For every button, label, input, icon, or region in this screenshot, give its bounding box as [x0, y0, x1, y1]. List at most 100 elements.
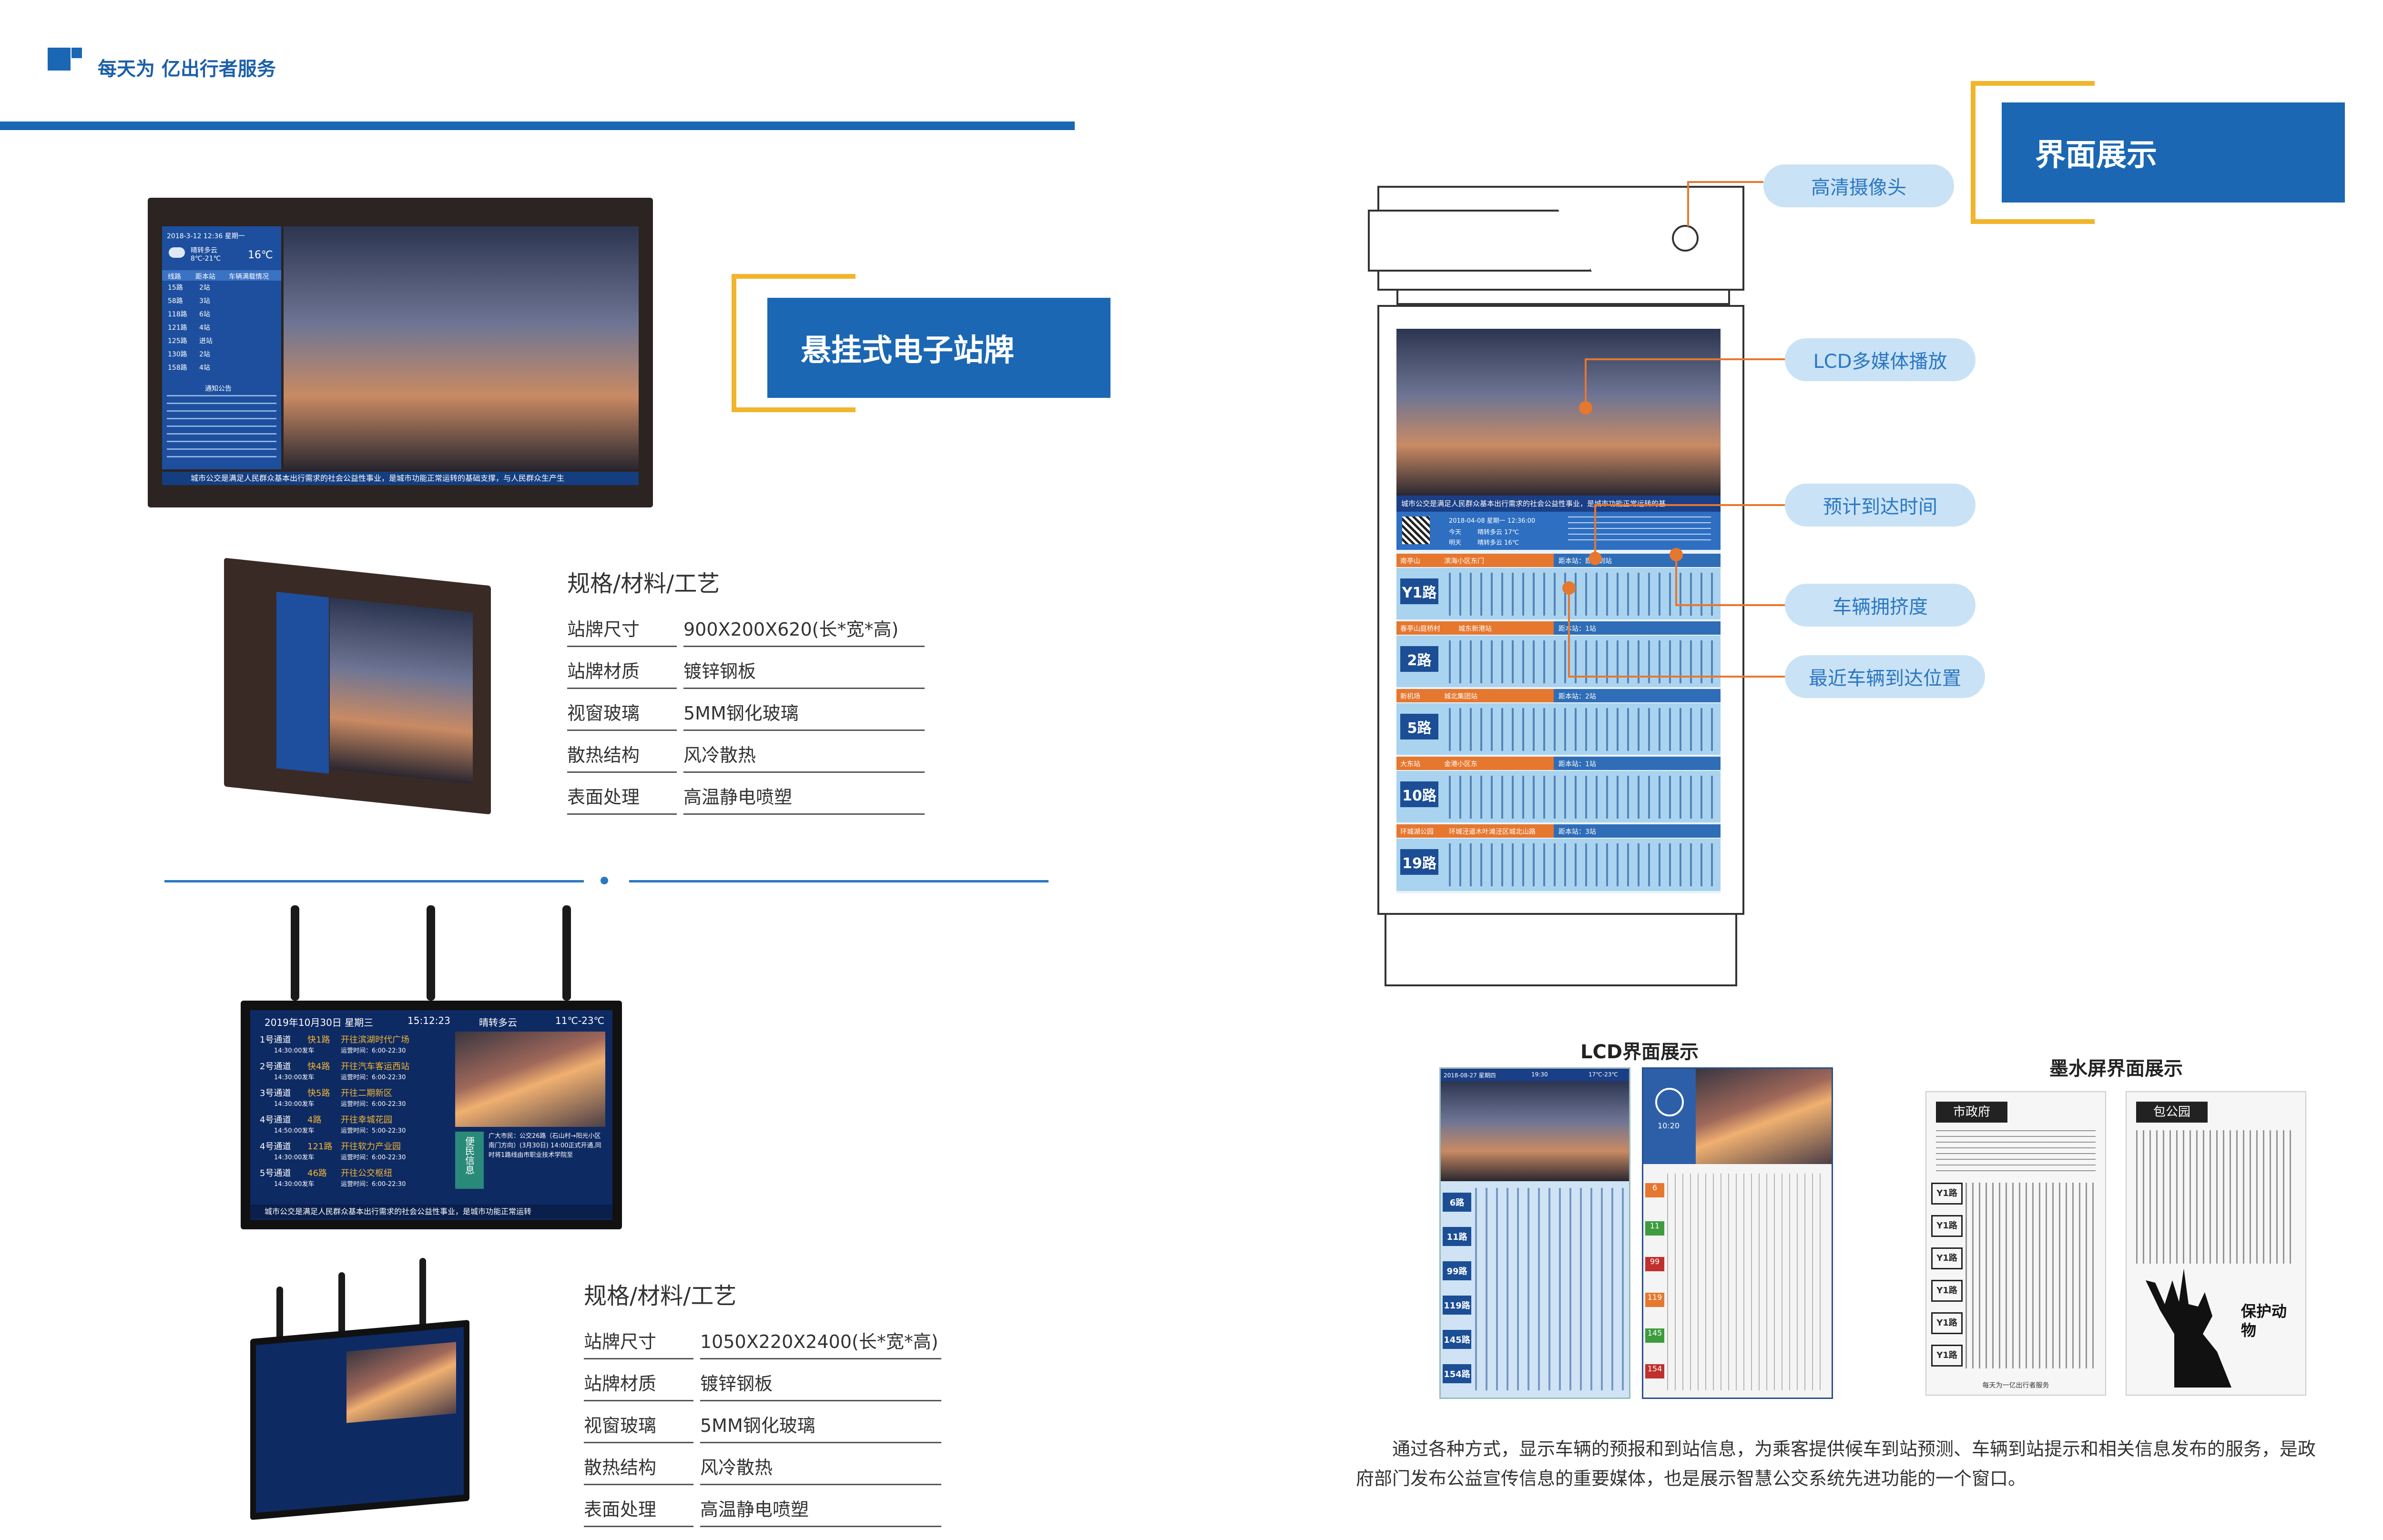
channel-item: 4号通道 121路 开往软力产业园 14:30:00发车 运营时间：6:00-2…: [260, 1142, 406, 1161]
antenna-icon: [419, 1258, 426, 1334]
kiosk-route-block: 南亭山 滨海小区东门 距本站：即将到站 Y1路: [1396, 554, 1721, 619]
clock-icon: [1655, 1088, 1684, 1116]
sign-table-header: 线路 距本站 车辆满载情况: [162, 270, 281, 281]
route-stops: 5路: [1396, 703, 1721, 755]
channel-date: 2019年10月30日 星期三: [265, 1017, 374, 1028]
angled-info-panel: [276, 592, 329, 774]
callout-dot: [1589, 552, 1602, 565]
title-bracket-2: [1971, 81, 2095, 224]
antenna-icon: [338, 1272, 345, 1348]
antenna-icon: [427, 905, 435, 1001]
kiosk-media-image: [1396, 329, 1721, 496]
callout-line: [1687, 181, 1763, 183]
callout-line: [1568, 586, 1570, 678]
antenna-icon: [562, 905, 571, 1001]
angled-city-image: [330, 597, 473, 784]
callout-eta: 预计到达时间: [1785, 484, 1976, 527]
route-direction: [1396, 757, 1554, 770]
route-head: 环城湖公园 环城泾道木叶滩泾区城北山路 距本站：3站: [1396, 824, 1721, 838]
channel-item: 1号通道 快1路 开往滨湖时代广场 14:30:00发车 运营时间：6:00-2…: [260, 1035, 409, 1054]
kiosk-banner: 城市公交是满足人民群众基本出行需求的社会公益性事业，是城市功能正常运转的基: [1396, 496, 1721, 512]
cloud-icon: [169, 247, 185, 258]
callout-crowding: 车辆拥挤度: [1785, 584, 1976, 627]
route-direction: [1396, 824, 1554, 838]
hanging-sign-front: 2018-3-12 12:36 星期一 晴转多云 8℃-21℃ 16℃ 线路 距…: [148, 198, 653, 507]
spec-row: 散热结构风冷散热: [567, 731, 925, 773]
section-title-hanging: 悬挂式电子站牌: [767, 298, 1110, 398]
eink1-station: 市政府: [1936, 1102, 2007, 1123]
route-stops: 2路: [1396, 636, 1721, 687]
lcd1-stop-ticks: [1475, 1188, 1625, 1390]
channel-ticker: 城市公交是满足人民群众基本出行需求的社会公益性事业，是城市功能正常运转: [250, 1205, 612, 1219]
lcd2-routes: 6 11 99 119 145 154: [1643, 1169, 1832, 1395]
eink1-routes: Y1路 Y1路 Y1路 Y1路 Y1路 Y1路: [1931, 1183, 2100, 1373]
route-head: 南亭山 滨海小区东门 距本站：即将到站: [1396, 554, 1721, 567]
stop-ticks: [1449, 776, 1716, 819]
camera-icon: [1672, 225, 1699, 252]
lcd-screen-1: 2018-08-27 星期四 19:30 17℃-23℃ 6路 11路 99路 …: [1439, 1067, 1630, 1399]
header-tagline: 每天为 亿出行者服务: [98, 58, 276, 80]
route-stops: 10路: [1396, 771, 1721, 822]
kiosk-info-strip: 2018-04-08 星期一 12:36:00 今天 晴转多云 17℃ 明天 晴…: [1396, 512, 1721, 550]
callout-line: [1675, 604, 1785, 606]
stop-ticks: [1449, 708, 1716, 751]
sign-ticker: 城市公交是满足人民群众基本出行需求的社会公益性事业，是城市功能正常运转的基础支撑…: [162, 472, 639, 485]
route-head: 大东站 金港小区东 距本站：1站: [1396, 757, 1721, 770]
callout-lcd-media: LCD多媒体播放: [1785, 338, 1976, 381]
channel-weather: 晴转多云: [479, 1017, 517, 1028]
eink-screen-1: 市政府 Y1路 Y1路 Y1路 Y1路 Y1路 Y1路 每天为一亿出行者服务: [1925, 1091, 2106, 1396]
spec-row: 表面处理高温静电喷塑: [584, 1485, 941, 1527]
lcd2-stop-ticks: [1667, 1174, 1827, 1390]
spec-row: 散热结构风冷散热: [584, 1443, 941, 1485]
eink2-station: 包公园: [2136, 1102, 2208, 1123]
callout-line: [1687, 181, 1689, 226]
section-divider-right: [629, 880, 1049, 882]
eink2-art-text: 保护动物: [2241, 1302, 2287, 1339]
eink-screen-2: 包公园 保护动物: [2126, 1091, 2306, 1396]
sign-temp-range: 8℃-21℃: [191, 255, 221, 263]
channel-item: 2号通道 快4路 开往汽车客运西站 14:30:00发车 运营时间：6:00-2…: [260, 1062, 409, 1081]
sign-notice-body: [167, 395, 276, 462]
kiosk-screen: 城市公交是满足人民群众基本出行需求的社会公益性事业，是城市功能正常运转的基 20…: [1396, 329, 1721, 893]
kiosk-neck: [1396, 291, 1730, 305]
lcd1-image: [1441, 1081, 1629, 1181]
spec-row: 站牌材质镀锌钢板: [584, 1359, 941, 1401]
logo-icon: [48, 48, 71, 71]
channel-time: 15:12:23: [407, 1015, 450, 1026]
callout-dot: [1670, 548, 1683, 561]
callout-line: [1675, 553, 1677, 606]
callout-nearest-bus: 最近车辆到达位置: [1785, 655, 1985, 698]
angled-channel-image: [346, 1342, 456, 1423]
channel-sign-angled: [250, 1319, 469, 1520]
route-direction: [1396, 621, 1554, 635]
kiosk-route-block: 大东站 金港小区东 距本站：1站 10路: [1396, 757, 1721, 822]
channel-sign: 2019年10月30日 星期三 15:12:23 晴转多云 11℃-23℃ 1号…: [241, 1001, 622, 1229]
callout-dot: [1562, 581, 1576, 595]
section-divider-left: [164, 880, 584, 882]
kiosk-camera-hood: [1368, 210, 1592, 272]
callout-dot: [1579, 401, 1592, 415]
sign-notice-title: 通知公告: [205, 385, 232, 393]
channel-item: 4号通道 4路 开往幸城花园 14:50:00发车 运营时间：5:00-22:3…: [260, 1115, 406, 1135]
logo-icon-small: [71, 48, 82, 58]
route-direction: [1396, 689, 1554, 702]
sign-weather: 晴转多云: [191, 247, 217, 254]
convenience-text: 广大市民：公交26路（石山村→阳光小区南门方向）(3月30日) 14:00正式开…: [489, 1133, 601, 1159]
sign-info-panel: 2018-3-12 12:36 星期一 晴转多云 8℃-21℃ 16℃ 线路 距…: [162, 226, 281, 469]
kiosk-route-block: 春亭山庭桥村 城东新港站 距本站：1站 2路: [1396, 621, 1721, 687]
channel-temp: 11℃-23℃: [555, 1015, 605, 1026]
eink1-notice: [1936, 1130, 2096, 1173]
kiosk-base: [1385, 915, 1737, 986]
lcd1-topbar: 2018-08-27 星期四 19:30 17℃-23℃: [1441, 1069, 1629, 1081]
section-title-interface: 界面展示: [2002, 102, 2345, 203]
title-bracket-1: [732, 274, 855, 412]
lcd-caption: LCD界面展示: [1580, 1041, 1699, 1063]
route-direction: [1396, 554, 1554, 567]
channel-item: 5号通道 46路 开往公交枢纽 14:30:00发车 运营时间：6:00-22:…: [260, 1168, 406, 1188]
callout-line: [1585, 358, 1785, 360]
sign-city-image: [284, 226, 639, 469]
spec-row: 表面处理高温静电喷塑: [567, 773, 925, 815]
